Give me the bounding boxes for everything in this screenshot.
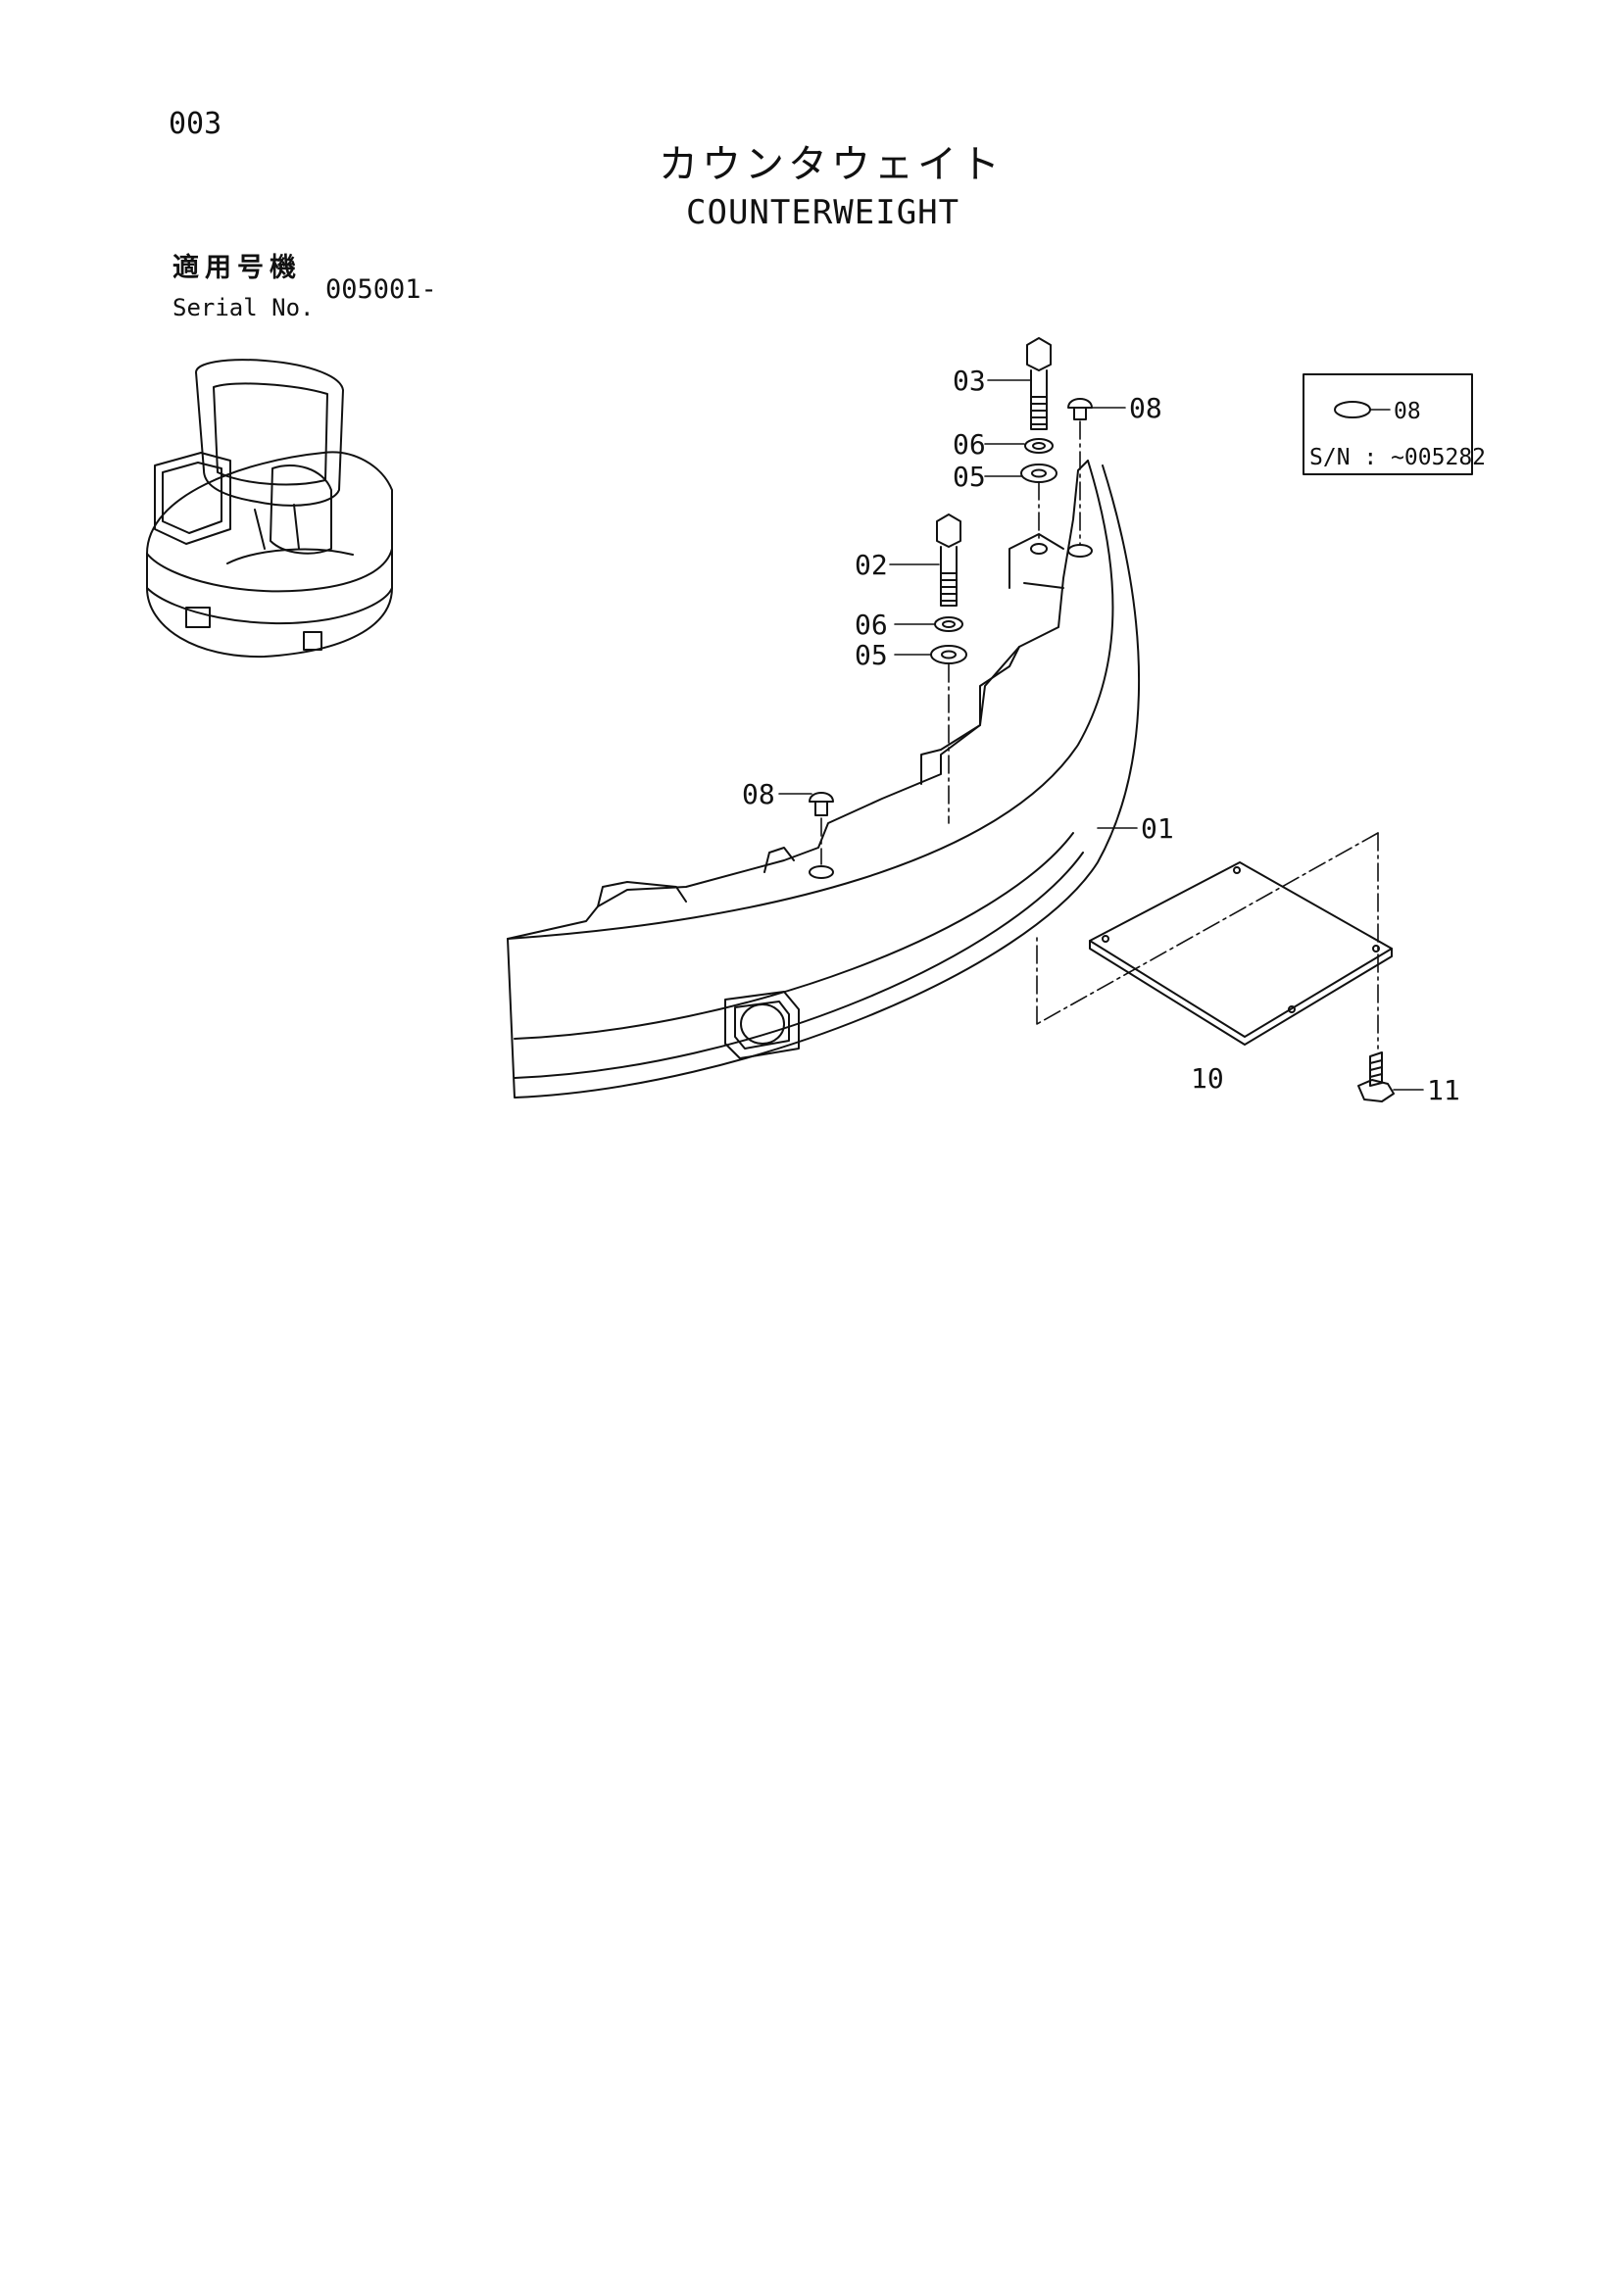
cover-plate-10 bbox=[1089, 861, 1393, 1046]
page-title: COUNTERWEIGHT bbox=[686, 193, 960, 232]
serial-range-inset bbox=[1303, 373, 1473, 475]
lock-washer-06-lower bbox=[934, 616, 963, 632]
bolt-11 bbox=[1357, 1051, 1395, 1102]
inset-serial-range: S/N : ~005282 bbox=[1309, 445, 1486, 470]
serial-number-value: 005001- bbox=[325, 274, 437, 305]
inset-part-number: 08 bbox=[1394, 399, 1421, 424]
serial-label: Serial No. bbox=[172, 294, 315, 321]
washer-05-upper bbox=[1020, 464, 1057, 483]
callout-10: 10 bbox=[1191, 1062, 1224, 1095]
leader-lines bbox=[778, 379, 1424, 1091]
machine-overview-thumbnail bbox=[146, 359, 393, 659]
callout-06-lower: 06 bbox=[855, 609, 888, 641]
bolt-03 bbox=[1026, 337, 1052, 430]
serial-label-japanese: 適用号機 bbox=[172, 253, 302, 283]
page-number: 003 bbox=[169, 107, 222, 141]
counterweight-body bbox=[507, 460, 1141, 1099]
callout-01: 01 bbox=[1141, 812, 1174, 845]
washer-05-lower bbox=[930, 645, 967, 664]
lock-washer-06-upper bbox=[1024, 438, 1054, 454]
bolt-02 bbox=[936, 513, 961, 607]
callout-06-upper: 06 bbox=[953, 428, 986, 461]
plug-08-lower bbox=[809, 792, 834, 816]
callout-08-lower: 08 bbox=[742, 778, 775, 810]
page-title-japanese: カウンタウェイト bbox=[659, 142, 1004, 187]
callout-05-upper: 05 bbox=[953, 461, 986, 493]
callout-03: 03 bbox=[953, 365, 986, 397]
plug-08-upper bbox=[1067, 398, 1093, 420]
assembly-lines bbox=[820, 420, 1379, 1050]
callout-08-upper: 08 bbox=[1129, 392, 1162, 424]
callout-02: 02 bbox=[855, 549, 888, 581]
callout-05-lower: 05 bbox=[855, 639, 888, 671]
callout-11: 11 bbox=[1427, 1074, 1460, 1106]
